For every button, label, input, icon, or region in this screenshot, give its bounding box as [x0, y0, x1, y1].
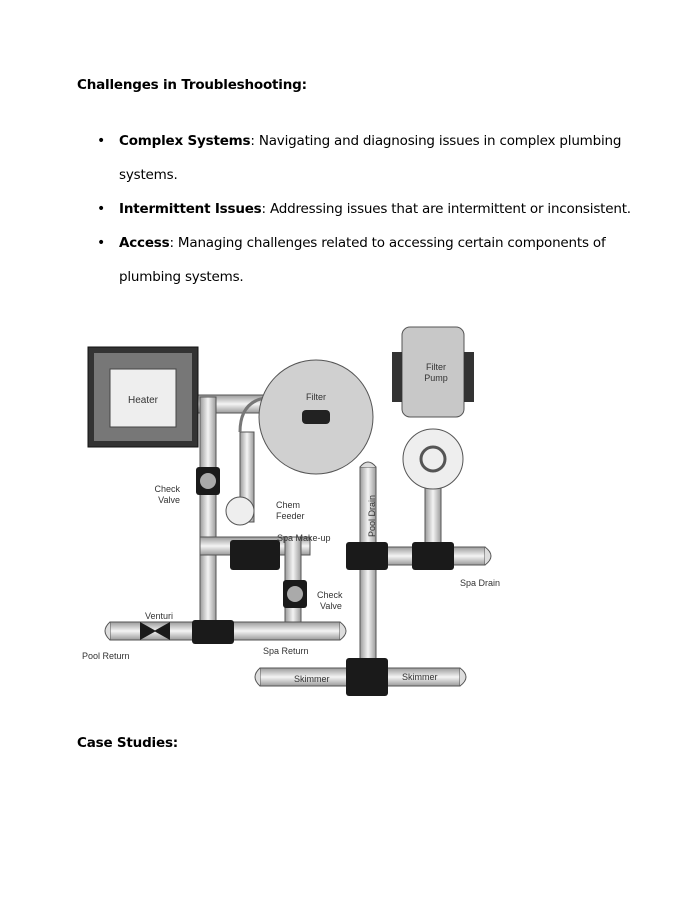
filter-label: Filter: [306, 392, 326, 402]
bullet-text: : Navigating and diagnosing issues in co…: [119, 133, 622, 183]
heater-unit: Heater: [87, 346, 199, 448]
skimmer-label-2: Skimmer: [402, 672, 438, 682]
bullet-text: : Managing challenges related to accessi…: [119, 235, 606, 285]
list-item: • Complex Systems: Navigating and diagnos…: [77, 124, 637, 192]
section-heading-case-studies: Case Studies:: [77, 735, 178, 751]
bullet-icon: •: [97, 133, 106, 149]
bullet-icon: •: [97, 235, 106, 251]
spa-return-label: Spa Return: [263, 646, 309, 656]
filter-pump-label-1: Filter: [426, 362, 446, 372]
filter-pump: Filter Pump: [392, 326, 474, 490]
bullet-icon: •: [97, 201, 106, 217]
chem-feeder-label-2: Feeder: [276, 511, 305, 521]
bullet-term: Complex Systems: [119, 133, 251, 149]
bullet-term: Intermittent Issues: [119, 201, 262, 217]
check-valve-label-2a: Check: [317, 590, 343, 600]
bullet-text: : Addressing issues that are intermitten…: [261, 201, 632, 217]
list-item: • Access: Managing challenges related to …: [77, 226, 637, 294]
diagram-labels: Check Valve Chem Feeder Spa Make-up Chec…: [82, 484, 500, 684]
chem-feeder-label-1: Chem: [276, 500, 300, 510]
venturi-label: Venturi: [145, 611, 173, 621]
bullet-term: Access: [119, 235, 170, 251]
check-valve-label-1b: Valve: [158, 495, 180, 505]
heater-label: Heater: [128, 395, 159, 406]
list-item: • Intermittent Issues: Addressing issues …: [77, 192, 637, 226]
check-valve-label-2b: Valve: [320, 601, 342, 611]
challenges-list: • Complex Systems: Navigating and diagnos…: [77, 124, 637, 294]
check-valve-label-1a: Check: [154, 484, 180, 494]
filter-pump-label-2: Pump: [424, 373, 448, 383]
pool-return-label: Pool Return: [82, 651, 130, 661]
filter-tank: Filter: [258, 359, 374, 475]
pool-drain-label: Pool Drain: [367, 495, 377, 537]
section-heading-challenges: Challenges in Troubleshooting:: [77, 77, 307, 93]
spa-makeup-label: Spa Make-up: [277, 533, 331, 543]
plumbing-diagram: Heater Filter Filter Pump Check Valve Ch…: [82, 326, 500, 696]
skimmer-label-1: Skimmer: [294, 674, 330, 684]
valves: [140, 467, 454, 696]
spa-drain-label: Spa Drain: [460, 578, 500, 588]
